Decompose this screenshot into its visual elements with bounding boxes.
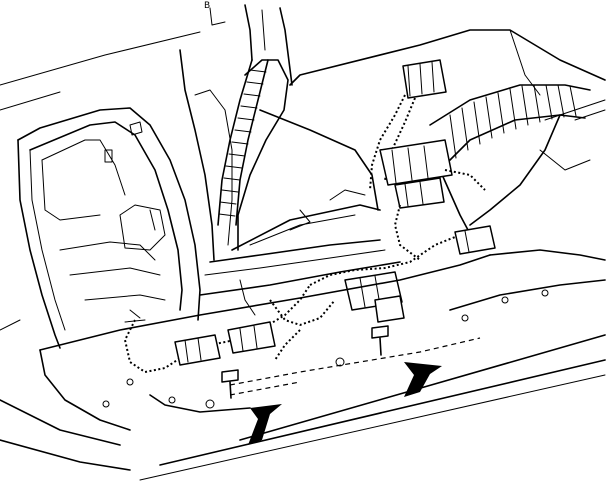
floor-sill-lines [0, 334, 606, 481]
left-corrugated-duct [217, 59, 269, 226]
mounting-bolts [221, 325, 389, 399]
body-panel-outline [0, 29, 606, 121]
corrugated-air-duct [429, 84, 591, 231]
lower-trim-panel [39, 249, 606, 431]
callout-arrow-right [404, 362, 442, 397]
callout-arrow-left [248, 404, 282, 445]
corner-marker-label: B [204, 1, 210, 11]
dash-opening-frame [0, 107, 201, 349]
harness-connector-cluster [379, 139, 486, 261]
